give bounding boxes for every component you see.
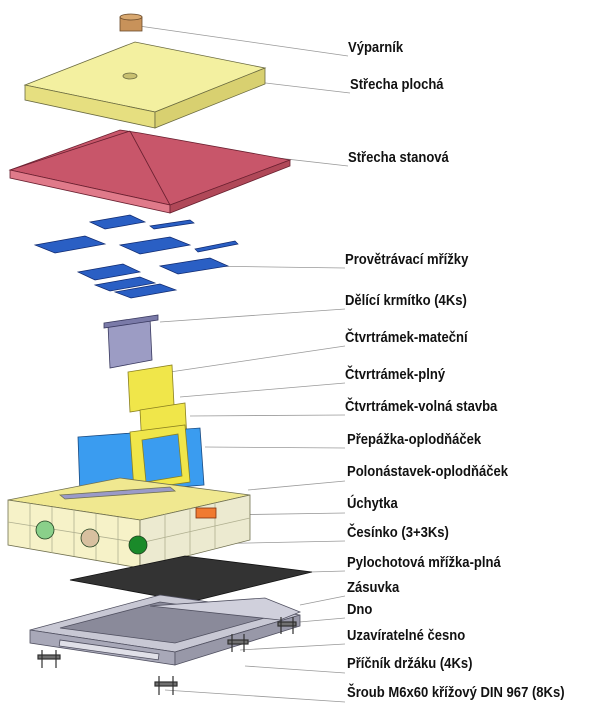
ventilation-grids-part (33, 214, 239, 299)
label-tent-roof: Střecha stanová (348, 150, 449, 166)
label-queen-frame: Čtvrtrámek-mateční (345, 330, 468, 346)
queen-frame-part (127, 364, 175, 413)
divider-feeder-part (103, 314, 159, 369)
label-support-crossbar: Příčník držáku (4Ks) (347, 656, 473, 672)
free-build-frame-part (129, 424, 191, 491)
label-drawer: Zásuvka (347, 580, 400, 596)
label-screw: Šroub M6x60 křížový DIN 967 (8Ks) (347, 685, 565, 701)
label-divider-feeder: Dělící krmítko (4Ks) (345, 293, 467, 309)
label-pollen-grid: Pylochotová mřížka-plná (347, 555, 501, 571)
label-entrance-disks: Česínko (3+3Ks) (347, 525, 449, 541)
tent-roof-part (8, 129, 292, 214)
label-divider: Přepážka-oplodňáček (347, 432, 482, 448)
label-bottom: Dno (347, 602, 373, 618)
label-handle: Úchytka (347, 496, 398, 512)
label-closable-entrance: Uzavíratelné česno (347, 628, 466, 644)
base-part (29, 594, 302, 666)
label-ventilation-grids: Provětrávací mřížky (345, 252, 469, 268)
nucleus-box-part (7, 477, 251, 569)
label-nucleus-box: Polonástavek-oplodňáček (347, 464, 509, 480)
label-flat-roof: Střecha plochá (350, 77, 444, 93)
label-full-frame: Čtvrtrámek-plný (345, 367, 446, 383)
entrance-disks-part (35, 520, 148, 555)
pollen-grid-part (69, 555, 313, 603)
label-evaporator: Výparník (348, 40, 404, 56)
support-crossbars-part (37, 617, 297, 695)
evaporator-part (119, 13, 143, 32)
flat-roof-part (23, 41, 267, 129)
label-free-build-frame: Čtvrtrámek-volná stavba (345, 399, 498, 415)
